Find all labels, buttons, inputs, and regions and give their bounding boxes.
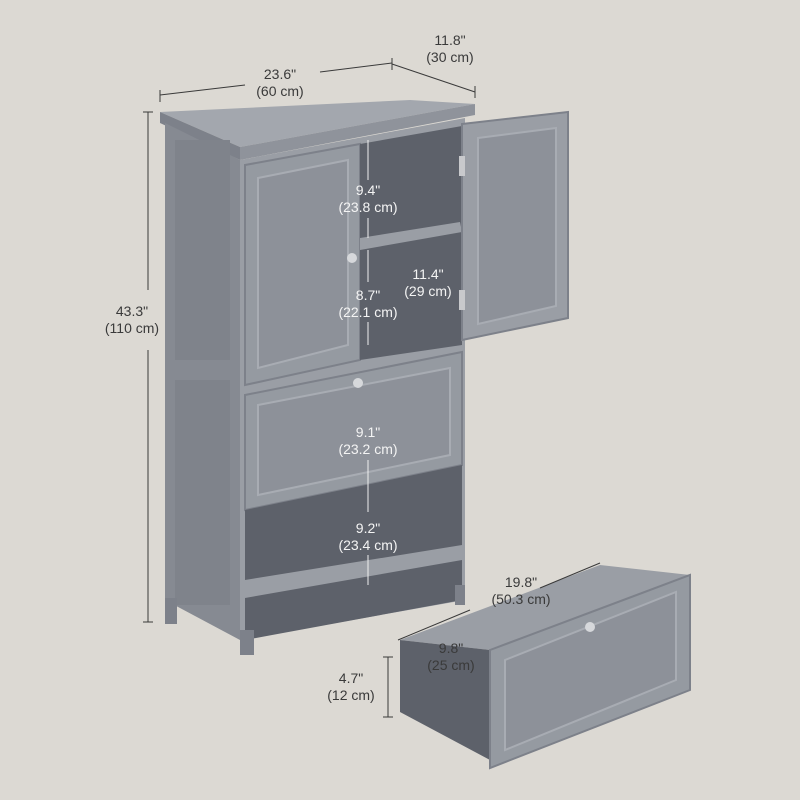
drawer-length-label: 19.8"(50.3 cm) [491,574,551,607]
drawer-front-height-label: 9.1"(23.2 cm) [338,424,398,457]
upper-shelf-height-label: 9.4"(23.8 cm) [338,182,398,215]
depth-dimension-label: 11.8"(30 cm) [426,32,474,65]
shelf-depth-label: 11.4"(29 cm) [404,266,452,299]
width-dimension-label: 23.6"(60 cm) [256,66,304,99]
lower-shelf-height-label: 8.7"(22.1 cm) [338,287,398,320]
open-shelf-height-label: 9.2"(23.4 cm) [338,520,398,553]
drawer-height-label: 4.7"(12 cm) [327,670,375,703]
drawer-width-label: 9.8"(25 cm) [427,640,475,673]
height-dimension-label: 43.3"(110 cm) [104,303,160,336]
